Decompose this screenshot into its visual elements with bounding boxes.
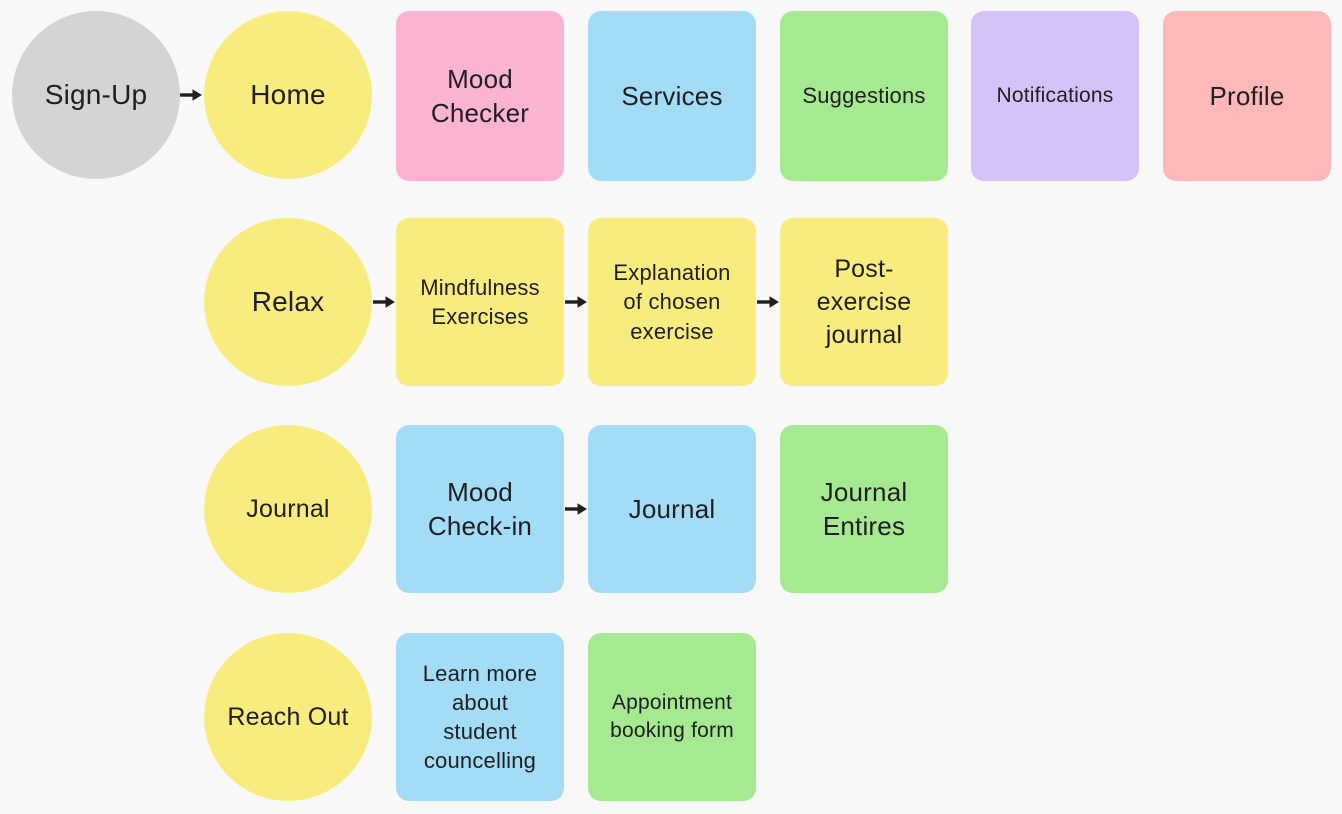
- node-label: Reach Out: [227, 702, 349, 731]
- node-mindfulness-exercises[interactable]: Mindfulness Exercises: [396, 218, 564, 386]
- node-label: Mood Checker: [430, 63, 530, 128]
- node-label: Notifications: [996, 84, 1114, 108]
- node-label: Journal Entires: [820, 476, 908, 541]
- node-relax[interactable]: Relax: [204, 218, 372, 386]
- node-appointment-booking-form[interactable]: Appointment booking form: [588, 633, 756, 801]
- node-explanation-of-chosen-exercise[interactable]: Explanation of chosen exercise: [588, 218, 756, 386]
- node-label: Suggestions: [802, 83, 926, 109]
- node-label: Mood Check-in: [427, 476, 533, 541]
- node-journal-section[interactable]: Journal: [204, 425, 372, 593]
- node-sign-up[interactable]: Sign-Up: [12, 11, 180, 179]
- node-suggestions[interactable]: Suggestions: [780, 11, 948, 181]
- node-profile[interactable]: Profile: [1163, 11, 1331, 181]
- node-journal-page[interactable]: Journal: [588, 425, 756, 593]
- node-label: Explanation of chosen exercise: [613, 260, 731, 344]
- node-label: Home: [250, 78, 326, 110]
- node-label: Journal: [246, 494, 330, 523]
- node-label: Learn more about student councelling: [422, 660, 538, 774]
- node-learn-more-student-councelling[interactable]: Learn more about student councelling: [396, 633, 564, 801]
- node-label: Journal: [628, 493, 716, 524]
- node-label: Appointment booking form: [610, 691, 734, 742]
- node-mood-check-in[interactable]: Mood Check-in: [396, 425, 564, 593]
- arrow-explanation-to-post-exercise-icon: [756, 294, 780, 310]
- node-label: Mindfulness Exercises: [420, 274, 540, 329]
- arrow-mindfulness-to-explanation-icon: [564, 294, 588, 310]
- node-label: Relax: [251, 285, 325, 317]
- node-label: Post- exercise journal: [816, 254, 912, 349]
- node-label: Services: [621, 80, 723, 111]
- node-label: Sign-Up: [44, 78, 148, 110]
- node-journal-entires[interactable]: Journal Entires: [780, 425, 948, 593]
- node-label: Profile: [1209, 80, 1285, 111]
- node-home[interactable]: Home: [204, 11, 372, 179]
- node-mood-checker[interactable]: Mood Checker: [396, 11, 564, 181]
- node-reach-out[interactable]: Reach Out: [204, 633, 372, 801]
- arrow-sign-up-to-home-icon: [179, 87, 203, 103]
- node-post-exercise-journal[interactable]: Post- exercise journal: [780, 218, 948, 386]
- node-services[interactable]: Services: [588, 11, 756, 181]
- arrow-mood-check-in-to-journal-icon: [564, 501, 588, 517]
- arrow-relax-to-mindfulness-icon: [372, 294, 396, 310]
- node-notifications[interactable]: Notifications: [971, 11, 1139, 181]
